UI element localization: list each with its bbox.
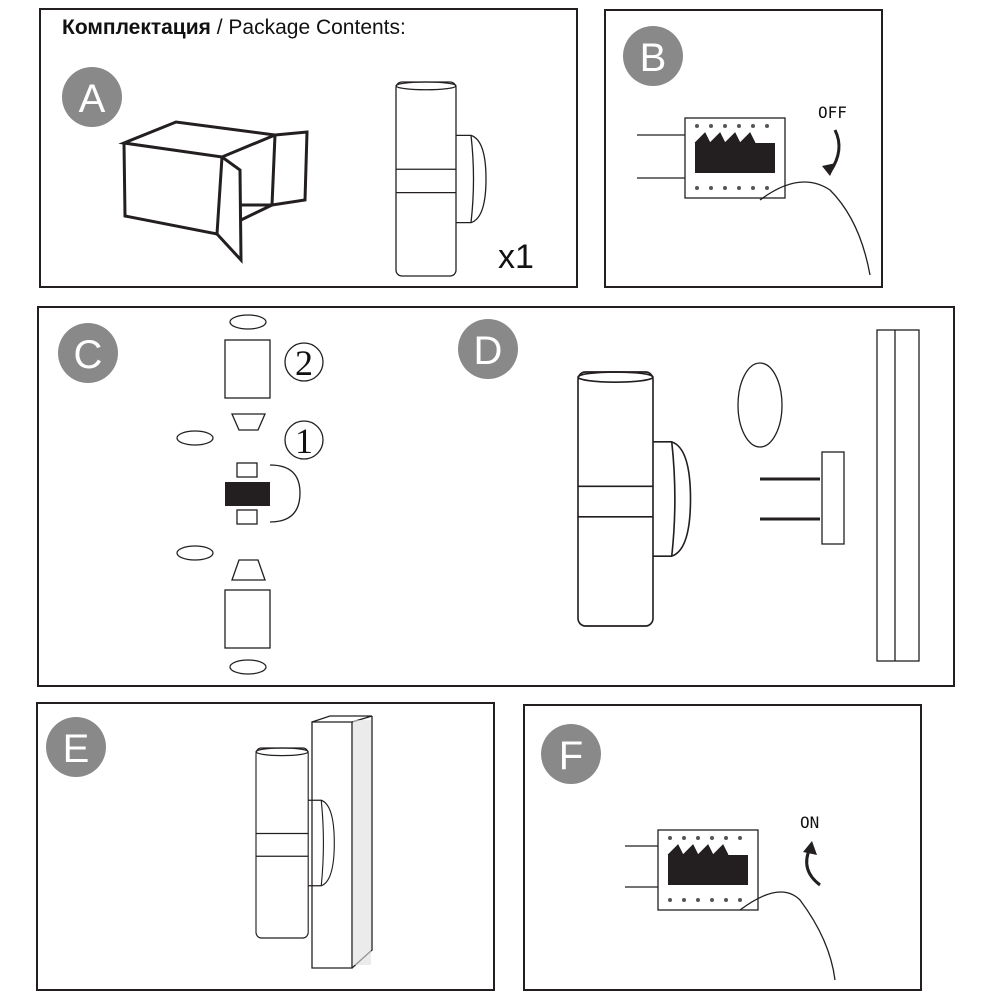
panel-cd: C 2 1 D: [37, 306, 955, 687]
installed-lamp-icon: [255, 747, 335, 939]
switch-on-label: ON: [800, 813, 819, 832]
circuit-breaker-icon: [657, 829, 759, 911]
wall-lamp-mounting: [577, 371, 692, 627]
order-label-2: 2: [295, 343, 313, 383]
circuit-breaker-icon: [684, 117, 786, 199]
step-badge-f-label: F: [559, 734, 583, 778]
bulb-assembly-diagram: [176, 314, 301, 675]
step-badge-b-label: B: [640, 36, 667, 80]
title-ru: Комплектация: [62, 16, 211, 39]
step-badge-e: [46, 717, 106, 777]
wall-icon: [311, 721, 353, 969]
step-badge-d: [458, 319, 518, 379]
step-badge-c-label: C: [74, 333, 103, 377]
hand-icon: [759, 181, 871, 276]
step-badge-a: [62, 67, 122, 127]
panel-b-switch-off: B OFF: [604, 9, 883, 288]
quantity-label: x1: [498, 238, 534, 276]
step-badge-a-label: A: [79, 77, 106, 121]
panel-e-installed: E: [36, 702, 495, 991]
wiring-detail-icon: [737, 362, 783, 448]
panel-f-switch-on: F ON: [523, 704, 922, 991]
mounting-bracket-icon: [760, 451, 845, 545]
panel-a-package-contents: Комплектация / Package Contents: A x1: [39, 8, 578, 288]
box-icon: [118, 120, 309, 264]
svg-text:Комплектация / Package Content: Комплектация / Package Contents:: [62, 16, 406, 39]
title-en: Package Contents:: [228, 16, 405, 39]
hand-icon: [739, 891, 836, 981]
step-badge-e-label: E: [63, 727, 90, 771]
title-sep: /: [211, 16, 229, 39]
order-label-1: 1: [295, 421, 313, 461]
step-badge-c: [58, 323, 118, 383]
step-badge-f: [541, 724, 601, 784]
wall-side-view: [876, 329, 920, 662]
wall-lamp-icon: [395, 81, 487, 277]
step-badge-b: [623, 26, 683, 86]
switch-off-label: OFF: [818, 103, 847, 122]
step-badge-d-label: D: [474, 329, 503, 373]
